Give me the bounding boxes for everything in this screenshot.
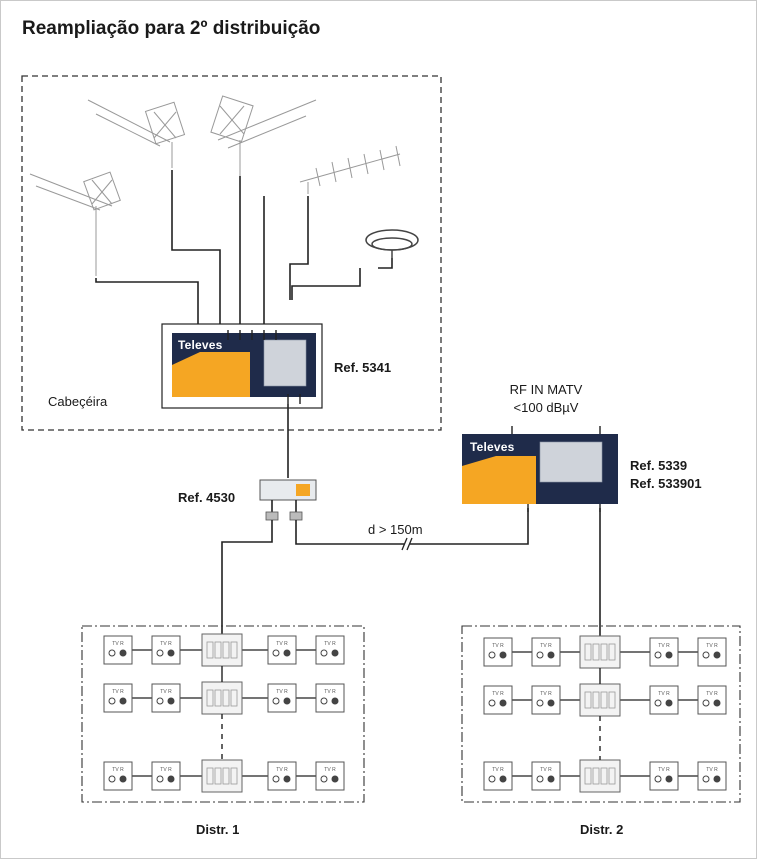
splitter-port-2 [289, 511, 303, 521]
vhf-antenna-icon [299, 145, 401, 194]
distr1-outlet: TV R [315, 683, 345, 713]
distr2-outlet-label: TV R [706, 767, 718, 773]
distr1-outlet-grid: TV R TV R TV R TV R TV R TV R TV R TV R TV R TV R… [103, 633, 345, 793]
distr1-outlet-label: TV R [324, 767, 336, 773]
distr2-outlet: TV R [531, 685, 561, 715]
distr1-outlet-label: TV R [324, 641, 336, 647]
distr1-outlet: TV R [151, 635, 181, 665]
distr1-outlet-label: TV R [112, 641, 124, 647]
distr1-outlet: TV R [151, 761, 181, 791]
rf-input-label-line1: RF IN MATV [509, 382, 583, 397]
headend-region [21, 75, 442, 431]
distr1-outlet: TV R [267, 761, 297, 791]
headend-amplifier-panel [263, 339, 307, 387]
distr1-label: Distr. 1 [196, 822, 240, 837]
distr1-outlet: TV R [151, 683, 181, 713]
uhf-antenna-left-icon [29, 171, 121, 276]
page-title: Reampliação para 2º distribuição [22, 18, 321, 39]
distr2-outlet-label: TV R [706, 643, 718, 649]
distr1-outlet: TV R [103, 683, 133, 713]
uhf-antenna-center-right-icon [210, 95, 317, 176]
distr2-outlet: TV R [483, 685, 513, 715]
distr2-outlet-label: TV R [540, 643, 552, 649]
distr1-outlet: TV R [267, 635, 297, 665]
distr1-outlet-label: TV R [160, 641, 172, 647]
distr2-outlet: TV R [649, 761, 679, 791]
distr2-outlet-label: TV R [706, 691, 718, 697]
splitter-to-second-amp-line [295, 520, 404, 545]
distr1-region [81, 625, 365, 803]
link-line-far [410, 508, 529, 545]
second-amplifier-ref-1: Ref. 5339 [630, 458, 688, 473]
second-amplifier-panel [539, 441, 603, 483]
distr2-label: Distr. 2 [580, 822, 624, 837]
headend-amplifier-brand: Televes [178, 338, 223, 352]
distr1-outlet-label: TV R [112, 767, 124, 773]
distr2-tap-icon [579, 683, 621, 717]
second-amplifier-accent [462, 456, 536, 504]
distr1-tap-icon [201, 759, 243, 793]
distr1-outlet: TV R [103, 635, 133, 665]
distr2-outlet: TV R [649, 637, 679, 667]
distr2-outlet: TV R [697, 761, 727, 791]
splitter-to-distr1-line [221, 520, 273, 638]
rf-input-label-line2: <100 dBµV [513, 400, 579, 415]
distr2-outlet: TV R [531, 761, 561, 791]
distr2-outlet-label: TV R [540, 767, 552, 773]
antenna-feed-lines [95, 170, 393, 328]
distr1-outlet: TV R [315, 635, 345, 665]
distr2-outlet-label: TV R [492, 767, 504, 773]
headend-amplifier-connectors [227, 330, 301, 404]
distr1-outlet: TV R [103, 761, 133, 791]
distr2-tap-icon [579, 635, 621, 669]
distr2-outlet-label: TV R [540, 691, 552, 697]
distr2-outlet-label: TV R [658, 767, 670, 773]
distr2-outlet: TV R [697, 637, 727, 667]
link-distance-label: d > 150m [368, 522, 423, 537]
distr1-tap-icon [201, 633, 243, 667]
second-amplifier-ref-2: Ref. 533901 [630, 476, 702, 491]
headend-amplifier-accent [172, 352, 250, 397]
distr2-outlet-label: TV R [492, 691, 504, 697]
distr1-outlet: TV R [315, 761, 345, 791]
headend-amplifier-ref: Ref. 5341 [334, 360, 392, 375]
distr2-outlet-label: TV R [658, 643, 670, 649]
distr1-outlet-label: TV R [160, 767, 172, 773]
splitter-port-1 [265, 511, 279, 521]
second-amplifier-brand: Televes [470, 440, 515, 454]
distr2-outlet-grid: TV R TV R TV R TV R TV R TV R TV R TV R TV R TV R… [483, 635, 727, 793]
distr1-outlet-label: TV R [276, 689, 288, 695]
distr1-outlet-label: TV R [160, 689, 172, 695]
distr2-tap-icon [579, 759, 621, 793]
distr2-outlet: TV R [531, 637, 561, 667]
distr1-outlet: TV R [267, 683, 297, 713]
distr1-outlet-label: TV R [324, 689, 336, 695]
distr2-outlet-label: TV R [658, 691, 670, 697]
distr1-outlet-label: TV R [112, 689, 124, 695]
distr1-outlet-label: TV R [276, 641, 288, 647]
distr2-outlet: TV R [697, 685, 727, 715]
distr2-outlet-label: TV R [492, 643, 504, 649]
distr1-outlet-label: TV R [276, 767, 288, 773]
distr2-outlet: TV R [649, 685, 679, 715]
distr1-tap-icon [201, 681, 243, 715]
distr2-outlet: TV R [483, 637, 513, 667]
splitter-ref: Ref. 4530 [178, 490, 236, 505]
distr2-region [461, 625, 741, 803]
splitter-label-patch [296, 484, 310, 496]
fm-loop-antenna-icon [365, 229, 419, 258]
break-mark-icon [401, 537, 413, 551]
headend-area-label: Cabeçéira [48, 394, 108, 409]
distr2-outlet: TV R [483, 761, 513, 791]
uhf-antenna-center-left-icon [87, 99, 186, 168]
